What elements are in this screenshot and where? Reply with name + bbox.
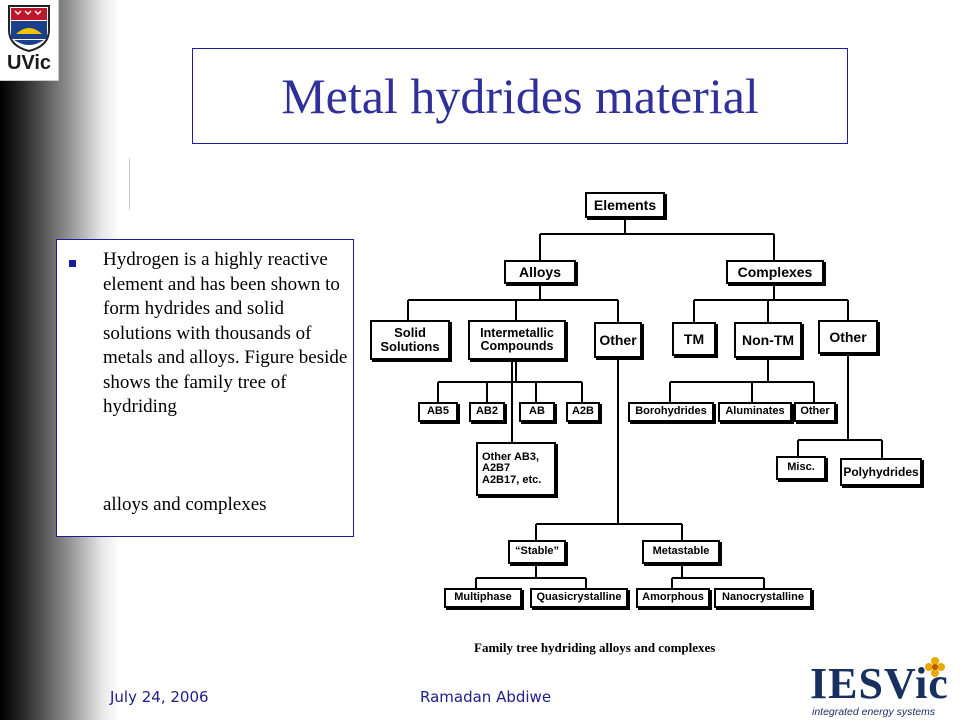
node-other-non-tm: Other: [794, 402, 836, 422]
node-complexes: Complexes: [726, 260, 824, 284]
node-solid-solutions: Solid Solutions: [370, 320, 450, 360]
node-non-tm: Non-TM: [734, 322, 802, 358]
uvic-logo-text: UVic: [6, 52, 52, 74]
node-amorphous: Amorphous: [636, 588, 710, 608]
bullet-text: Hydrogen is a highly reactive element an…: [103, 249, 348, 417]
bullet-text-box: Hydrogen is a highly reactive element an…: [56, 239, 354, 537]
node-borohydrides: Borohydrides: [628, 402, 714, 422]
node-ab2: AB2: [469, 402, 505, 422]
node-intermetallic-compounds: Intermetallic Compounds: [468, 320, 566, 360]
divider-line: [129, 158, 130, 210]
tree-connectors: [407, 218, 883, 588]
node-misc: Misc.: [776, 456, 826, 480]
uvic-crest-icon: [8, 5, 50, 52]
footer-date: July 24, 2006: [110, 688, 209, 706]
footer-author: Ramadan Abdiwe: [420, 688, 552, 706]
figure-caption: Family tree hydriding alloys and complex…: [474, 640, 716, 655]
bullet-square-icon: [69, 260, 76, 267]
uvic-logo: UVic: [0, 0, 59, 81]
node-quasicrystalline: Quasicrystalline: [530, 588, 628, 608]
iesvic-logo-text: IESVic: [810, 659, 949, 708]
title-box: Metal hydrides material: [192, 48, 848, 144]
node-a2b: A2B: [566, 402, 600, 422]
node-other-alloys: Other: [594, 322, 642, 358]
node-aluminates: Aluminates: [718, 402, 792, 422]
node-metastable: Metastable: [642, 540, 720, 564]
bullet-text-continuation: alloys and complexes: [103, 494, 267, 515]
node-stable: “Stable”: [508, 540, 566, 564]
flower-icon: [925, 657, 945, 677]
slide-title: Metal hydrides material: [281, 68, 759, 124]
node-polyhydrides: Polyhydrides: [840, 458, 922, 486]
node-ab: AB: [519, 402, 555, 422]
node-elements: Elements: [585, 192, 665, 218]
node-nanocrystalline: Nanocrystalline: [714, 588, 812, 608]
family-tree-diagram: Elements Alloys Complexes Solid Solution…: [364, 186, 944, 616]
iesvic-logo: IESVic integrated energy systems: [804, 656, 956, 720]
node-other-intermetallic: Other AB3, A2B7 A2B17, etc.: [476, 442, 556, 496]
node-multiphase: Multiphase: [444, 588, 522, 608]
node-ab5: AB5: [418, 402, 458, 422]
iesvic-logo-subtitle: integrated energy systems: [812, 706, 936, 718]
node-alloys: Alloys: [504, 260, 576, 284]
node-tm: TM: [672, 322, 716, 356]
node-other-complexes: Other: [818, 320, 878, 354]
